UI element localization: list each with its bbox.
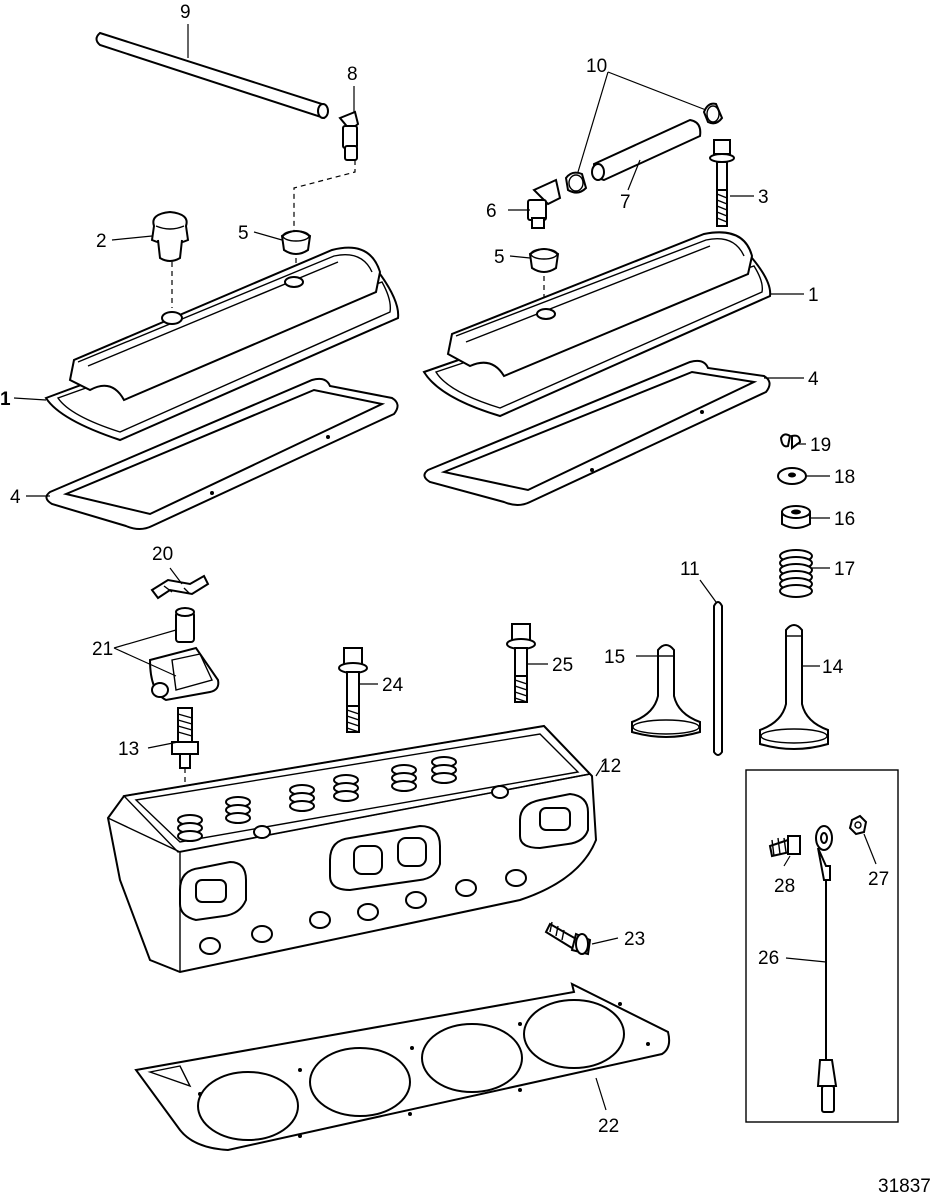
callout-23: 23: [624, 929, 645, 950]
callout-15: 15: [604, 647, 625, 668]
part-21-rocker-arm: [148, 607, 220, 702]
callout-9: 9: [180, 2, 191, 23]
part-19-valve-keepers: [779, 433, 802, 450]
callout-19: 19: [810, 435, 831, 456]
callout-26: 26: [758, 948, 779, 969]
callout-16: 16: [834, 509, 855, 530]
part-7-hose: [591, 118, 702, 182]
callout-2: 2: [96, 231, 107, 252]
part-12-cylinder-head: [106, 724, 598, 974]
part-5-grommet-left: [280, 230, 312, 255]
part-10-clamp-lower: [564, 171, 588, 194]
part-5-grommet-right: [528, 248, 560, 273]
callout-28: 28: [774, 876, 795, 897]
part-11-pushrod: [713, 601, 723, 756]
part-13-rocker-stud: [171, 707, 199, 769]
callout-4-right: 4: [808, 369, 819, 390]
callout-4-left: 4: [10, 487, 21, 508]
part-4-gasket-right: [423, 359, 771, 506]
part-23-bolt: [544, 921, 592, 956]
callout-12: 12: [600, 756, 621, 777]
part-2-oil-filler-cap: [150, 210, 190, 262]
callout-1-left: 1: [0, 389, 11, 410]
callout-leaders: [13, 24, 877, 1111]
callout-11: 11: [680, 559, 700, 580]
part-1-rocker-cover-left: [44, 246, 400, 442]
callout-14: 14: [822, 657, 844, 678]
part-24-head-bolt-long: [338, 647, 368, 733]
part-14-valve-exhaust: [759, 624, 829, 750]
callout-27: 27: [868, 869, 889, 890]
callout-1-right: 1: [808, 285, 819, 306]
callout-8: 8: [347, 64, 358, 85]
part-10-clamp-upper: [702, 102, 724, 125]
inset-ground-strap: [745, 769, 899, 1123]
callout-24: 24: [382, 675, 404, 696]
part-25-head-bolt: [506, 623, 536, 703]
callout-7: 7: [620, 192, 631, 213]
callout-22: 22: [598, 1116, 619, 1137]
callout-18: 18: [834, 467, 855, 488]
part-20-clip: [150, 574, 210, 600]
head-bolt-bosses: [199, 785, 527, 955]
part-18-valve-retainer: [777, 467, 807, 485]
callout-17: 17: [834, 559, 855, 580]
part-17-valve-spring: [779, 549, 813, 598]
part-9-breather-tube: [95, 31, 329, 120]
part-15-valve-intake: [631, 644, 701, 738]
part-27-nut: [848, 814, 868, 836]
callout-5-left: 5: [238, 223, 249, 244]
callout-3: 3: [758, 187, 769, 208]
figure-id: 31837: [878, 1176, 931, 1197]
assembly-path-8: [293, 160, 356, 240]
callout-5-right: 5: [494, 247, 505, 268]
part-3-bolt-right: [709, 139, 735, 227]
callout-20: 20: [152, 544, 173, 565]
part-28-stud: [768, 835, 801, 858]
callout-25: 25: [552, 655, 573, 676]
part-26-ground-strap: [815, 825, 838, 1113]
part-4-gasket-left: [45, 377, 399, 530]
part-1-rocker-cover-right: [422, 231, 772, 418]
callout-13: 13: [118, 739, 139, 760]
part-22-head-gasket: [134, 982, 671, 1152]
part-6-elbow-fitting: [527, 178, 562, 229]
part-16-valve-seal: [781, 505, 811, 529]
callout-6: 6: [486, 201, 497, 222]
callout-10: 10: [586, 56, 607, 77]
part-8-pcv-valve: [338, 110, 360, 161]
callout-21: 21: [92, 639, 113, 660]
head-valve-springs: [177, 756, 457, 842]
